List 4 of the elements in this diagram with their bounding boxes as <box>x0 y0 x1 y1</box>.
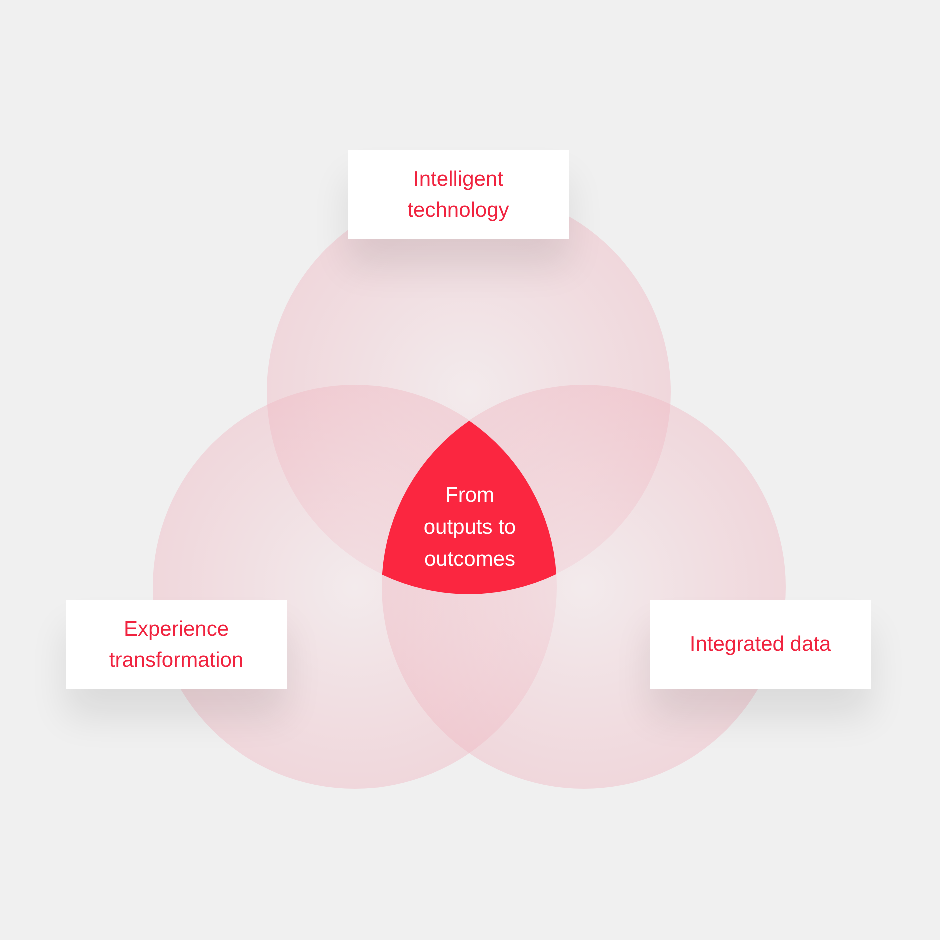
label-box: Intelligent technology <box>348 150 569 239</box>
center-label: From outputs to outcomes <box>422 482 518 573</box>
label-box: Integrated data <box>650 600 871 689</box>
label-box: Experience transformation <box>66 600 287 689</box>
